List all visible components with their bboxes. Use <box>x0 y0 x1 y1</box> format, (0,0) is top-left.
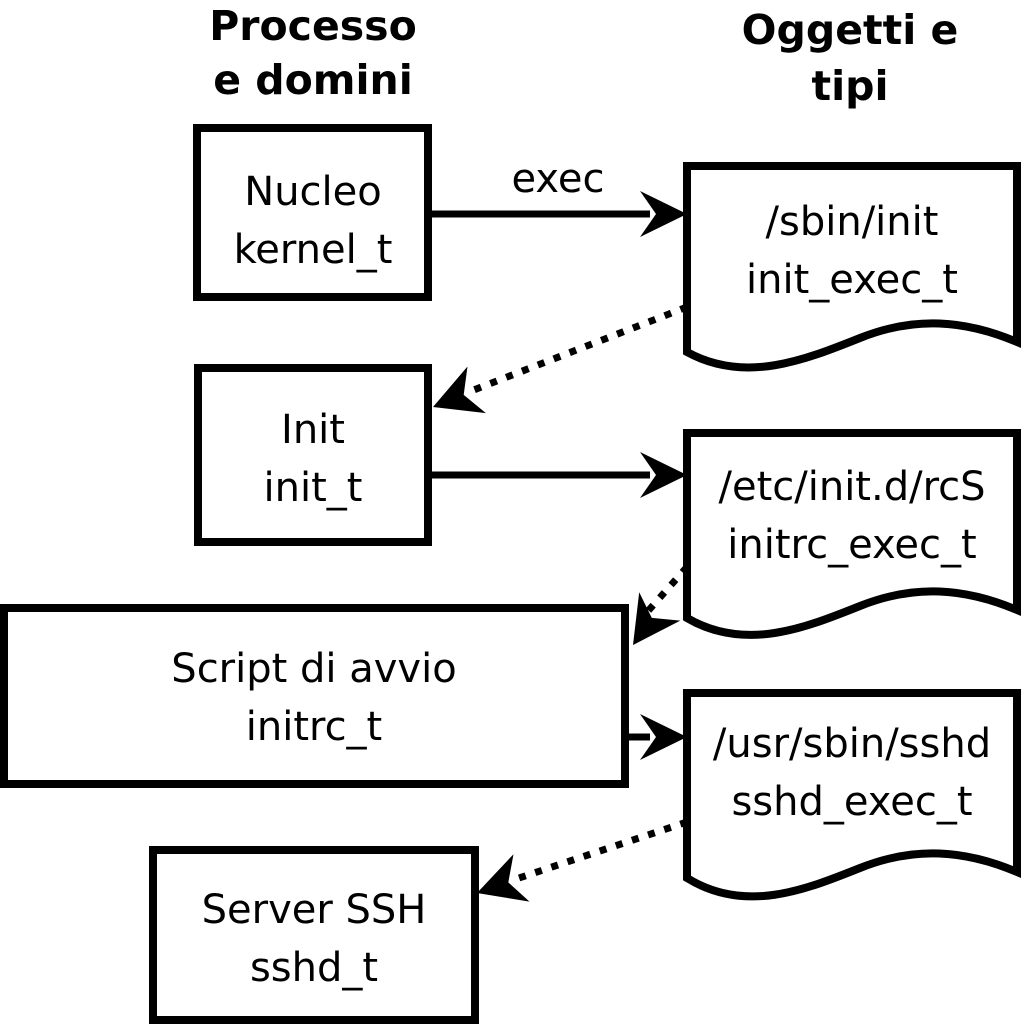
exec-arrow-kernel-to-sbin-init: exec <box>432 156 687 237</box>
object-path-label: /etc/init.d/rcS <box>718 464 985 510</box>
exec-arrow-label: exec <box>512 156 605 202</box>
transition-arrow-sshd-exec-to-sshd <box>477 818 689 902</box>
arrowhead-left-icon <box>477 854 530 902</box>
column-header-objects-line1: Oggetti e <box>742 6 959 54</box>
arrowhead-left-icon <box>433 366 486 414</box>
process-box-shape <box>149 846 479 1024</box>
transition-arrow-rcs-to-initrc <box>633 564 690 645</box>
object-type-label: initrc_exec_t <box>727 522 976 568</box>
object-type-label: sshd_exec_t <box>731 779 972 825</box>
process-box-shape <box>194 364 432 546</box>
arrowhead-right-icon <box>640 191 687 237</box>
column-header-objects-line2: tipi <box>811 62 888 110</box>
document-shape <box>683 689 1021 901</box>
object-doc-usr-sbin-sshd: /usr/sbin/sshd sshd_exec_t <box>683 689 1021 901</box>
arrowhead-downleft-icon <box>633 592 681 645</box>
process-box-shape <box>0 604 629 788</box>
document-shape <box>683 429 1021 639</box>
column-header-objects: Oggetti e tipi <box>742 6 959 110</box>
document-shape <box>683 162 1021 372</box>
process-box-kernel: Nucleo kernel_t <box>193 124 432 301</box>
process-box-init: Init init_t <box>194 364 432 546</box>
process-type-label: kernel_t <box>234 227 393 273</box>
object-path-label: /usr/sbin/sshd <box>713 721 991 767</box>
object-doc-sbin-init: /sbin/init init_exec_t <box>683 162 1021 372</box>
process-name-label: Init <box>281 407 345 453</box>
dotted-arrow-shaft <box>508 818 689 885</box>
process-type-label: initrc_t <box>246 704 383 750</box>
dotted-arrow-shaft <box>464 303 689 397</box>
column-header-processes-line2: e domini <box>213 56 413 104</box>
arrowhead-right-icon <box>640 714 687 760</box>
arrowhead-right-icon <box>640 452 687 498</box>
process-box-initrc: Script di avvio initrc_t <box>0 604 629 788</box>
exec-arrow-init-to-rcs <box>432 452 687 498</box>
process-name-label: Script di avvio <box>171 646 456 692</box>
object-type-label: init_exec_t <box>746 257 958 303</box>
process-box-sshd: Server SSH sshd_t <box>149 846 479 1024</box>
object-doc-etc-initd-rcs: /etc/init.d/rcS initrc_exec_t <box>683 429 1021 639</box>
column-header-processes-line1: Processo <box>209 2 417 50</box>
process-name-label: Nucleo <box>244 169 381 215</box>
process-name-label: Server SSH <box>202 887 427 933</box>
dotted-arrow-shaft <box>645 564 690 614</box>
process-type-label: init_t <box>264 465 363 511</box>
transition-arrow-sbin-init-to-init <box>433 303 689 414</box>
column-header-processes: Processo e domini <box>209 2 417 104</box>
object-path-label: /sbin/init <box>766 199 939 245</box>
process-box-shape <box>193 124 432 301</box>
process-type-label: sshd_t <box>250 945 378 991</box>
exec-arrow-initrc-to-sshd <box>627 714 687 760</box>
